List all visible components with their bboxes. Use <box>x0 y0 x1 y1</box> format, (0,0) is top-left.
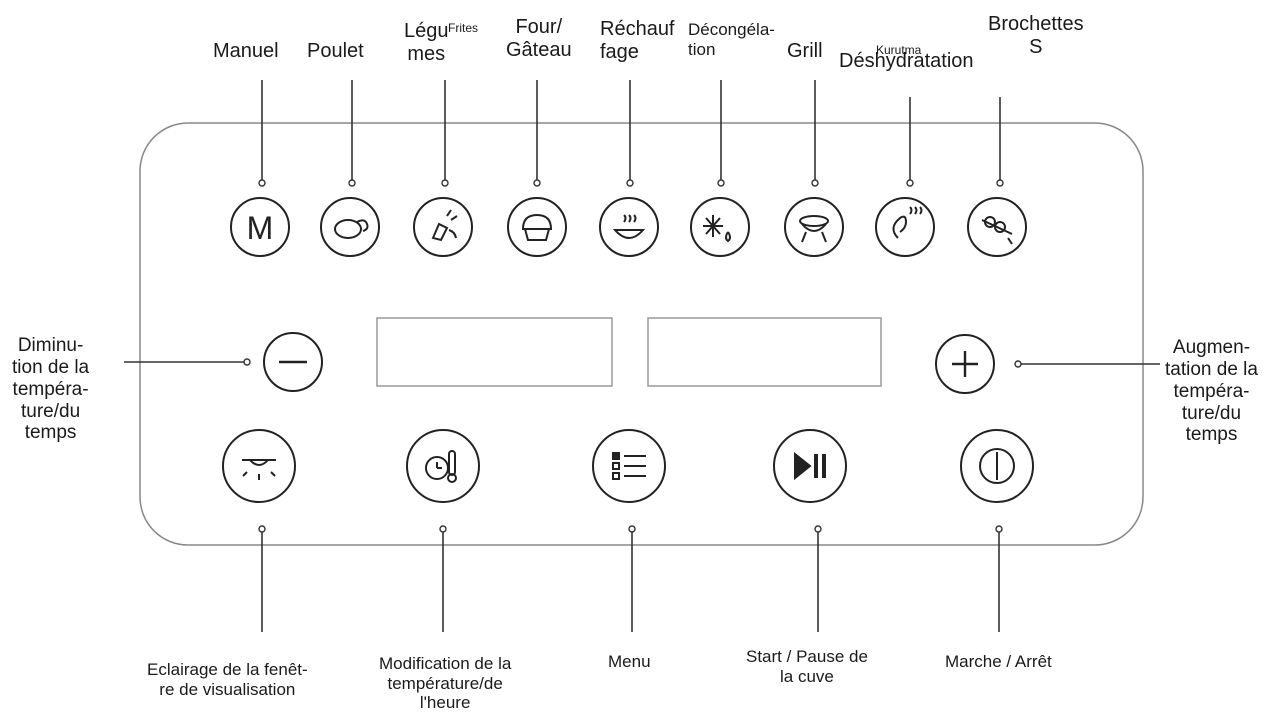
plus-icon <box>935 334 995 394</box>
temperature-time-icon <box>406 429 480 503</box>
reheat-icon <box>599 197 659 257</box>
minus-icon <box>263 332 323 392</box>
label-manuel: Manuel <box>213 40 279 62</box>
manual-icon: M <box>230 197 290 257</box>
label-modification: Modification de la température/de l'heur… <box>379 654 512 713</box>
label-four: Four/ Gâteau <box>506 16 572 61</box>
chicken-icon <box>320 197 380 257</box>
grill-icon <box>784 197 844 257</box>
label-legumes: Légu mes <box>404 20 449 65</box>
label-marche-arret: Marche / Arrêt <box>945 652 1052 671</box>
power-icon <box>960 429 1034 503</box>
skewer-icon <box>967 197 1027 257</box>
label-decongelation: Décongéla- tion <box>688 20 775 59</box>
play-pause-icon <box>773 429 847 503</box>
label-rechauffage: Réchauf fage <box>600 18 675 63</box>
label-deshydratation: Déshydratation <box>839 50 974 72</box>
light-icon <box>222 429 296 503</box>
label-deshydratation-small: Kurutma <box>876 43 922 57</box>
menu-icon <box>592 429 666 503</box>
label-menu: Menu <box>608 652 651 671</box>
vegetables-icon <box>413 197 473 257</box>
display-left <box>376 317 613 387</box>
label-start-pause: Start / Pause de la cuve <box>746 647 868 686</box>
cake-icon <box>507 197 567 257</box>
label-grill: Grill <box>787 40 823 62</box>
manual-letter: M <box>247 210 274 246</box>
display-right <box>647 317 882 387</box>
label-brochettes: Brochettes S <box>988 13 1084 58</box>
defrost-icon <box>690 197 750 257</box>
dehydration-icon <box>875 197 935 257</box>
label-diminution: Diminu- tion de la tempéra- ture/du temp… <box>12 335 90 444</box>
label-poulet: Poulet <box>307 40 364 62</box>
label-legumes-small: Frites <box>448 21 478 35</box>
panel-outline <box>139 122 1144 546</box>
label-augmentation: Augmen- tation de la tempéra- ture/du te… <box>1165 337 1258 446</box>
label-eclairage: Eclairage de la fenêt- re de visualisati… <box>147 660 308 699</box>
